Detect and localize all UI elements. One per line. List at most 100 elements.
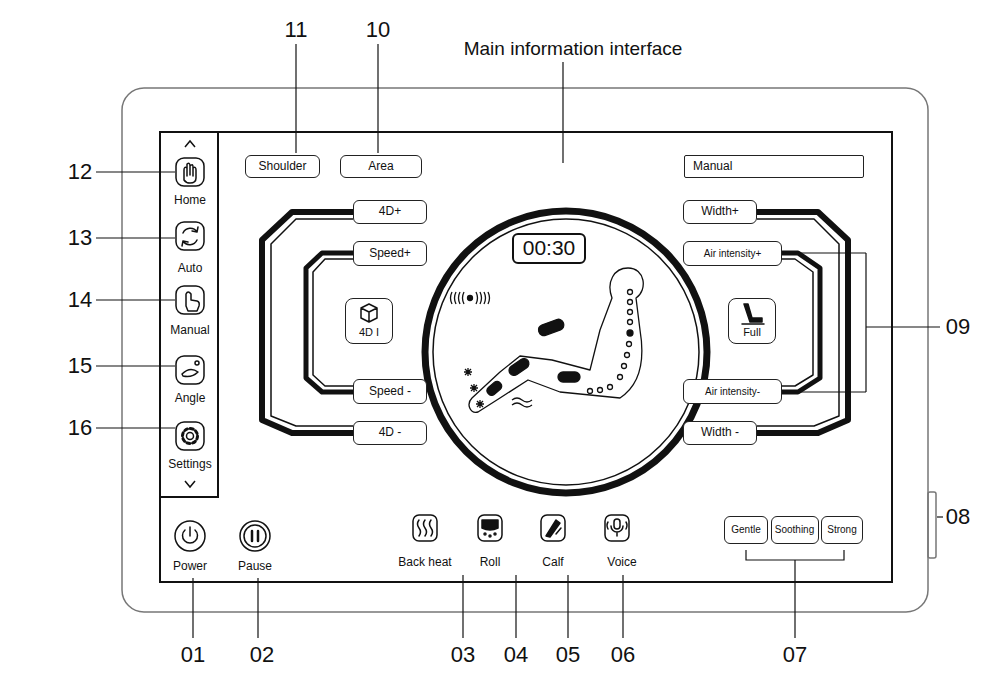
screen-frame [160,132,892,582]
callout-number: 14 [68,289,92,311]
button-label: Angle [175,392,206,406]
display-ring [425,211,707,493]
button-label: 4D I [359,326,379,339]
button-icon [186,292,199,311]
callout-number: 08 [946,506,970,528]
callout-number: 16 [68,417,92,439]
mode-icon-box: Full [728,298,776,344]
leader-line [96,171,175,172]
icon-button: Calf [523,512,583,570]
chair-illustration [537,318,565,337]
button-icon [478,515,502,541]
button-box: Soothing [771,516,819,544]
mode-icon-box: 4D I [345,298,393,344]
button-icon [484,533,486,535]
callout-number: 04 [504,644,528,666]
callout-number: 07 [783,644,807,666]
button-icon [176,222,204,250]
button-icon [176,356,204,384]
leader-line [783,253,940,392]
mode-status-box: Manual [684,155,864,178]
leader-line [96,44,943,638]
button-label: Width - [701,426,739,440]
icon-button: Home [160,156,220,208]
button-label: Roll [480,556,501,570]
display-ring [433,219,699,485]
button-box: Shoulder [245,155,320,178]
button-label: Power [173,560,207,574]
button-label: Pause [238,560,272,574]
button-box: Strong [821,516,863,544]
button-box: Speed+ [353,241,427,266]
button-icon [614,519,620,529]
button-icon [176,286,204,314]
icon-button: Voice [592,512,652,570]
callout-number: 10 [366,19,390,41]
callout-number: 06 [611,644,635,666]
callout-number: 15 [68,355,92,377]
chair-illustration [512,398,532,407]
chair-illustration [470,384,478,392]
button-label: Settings [168,458,211,472]
button-label: Air intensity+ [704,248,762,260]
leader-line [257,578,258,638]
device-housing [122,88,936,612]
leader-line [746,550,844,638]
chair-illustration [627,342,632,347]
button-label: Back heat [398,556,451,570]
button-icon [605,515,629,541]
button-box: Speed - [353,379,427,404]
leader-line [462,575,463,638]
leader-line [96,427,175,428]
chair-illustration [627,330,633,336]
button-label: Air intensity- [705,386,760,398]
button-box: 4D - [353,421,427,445]
chair-illustration [451,292,490,304]
chair-illustration [468,296,473,301]
chair-illustration [628,320,633,325]
button-icon [489,535,491,537]
screen-frame [160,132,218,497]
button-icon [244,525,266,547]
button-icon [607,522,627,536]
button-icon [541,515,565,541]
icon-button: Angle [160,354,220,406]
button-label: Manual [693,160,732,174]
callout-number: 13 [68,227,92,249]
button-label: Gentle [731,524,760,536]
screen-frame [160,132,892,582]
scroll-chevron [185,141,195,147]
button-icon [182,369,198,376]
button-label: Area [368,160,393,174]
display-ring [425,211,707,493]
icon-button: Back heat [385,512,465,570]
button-label: Shoulder [258,160,306,174]
chair-illustration [622,364,627,369]
button-icon [556,528,561,534]
button-box: Width+ [683,200,757,224]
button-icon [418,520,433,536]
chair-illustration [464,368,472,376]
button-box: Gentle [724,516,768,544]
button-icon [175,521,205,551]
button-icon [744,304,762,322]
icon-button: Pause [225,520,285,574]
leader-line [562,62,563,163]
button-icon [742,323,764,325]
button-label: Speed+ [369,247,411,261]
button-icon [182,240,197,246]
button-box: Air intensity+ [683,241,782,266]
control-bracket [313,259,353,386]
leader-line [622,575,623,638]
button-box: 4D+ [353,200,427,224]
button-icon [546,520,560,537]
button-icon [183,227,198,233]
button-label: Calf [542,556,563,570]
chair-illustration [628,310,633,315]
button-label: Auto [178,262,203,276]
timer-display: 00:30 [512,233,586,264]
chair-illustration [628,300,633,305]
chair-illustration [485,380,503,397]
